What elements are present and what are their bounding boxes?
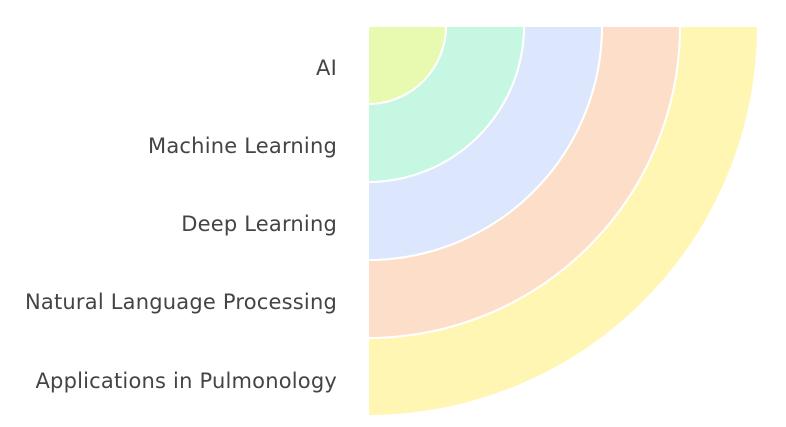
- layer-label-applications: Applications in Pulmonology: [35, 369, 337, 393]
- layer-label-deep-learning: Deep Learning: [181, 212, 337, 236]
- layer-label-nlp: Natural Language Processing: [25, 290, 337, 314]
- layer-label-ai: AI: [316, 56, 337, 80]
- layer-ring-ai: [367, 25, 448, 106]
- layer-label-machine-learning: Machine Learning: [148, 134, 337, 158]
